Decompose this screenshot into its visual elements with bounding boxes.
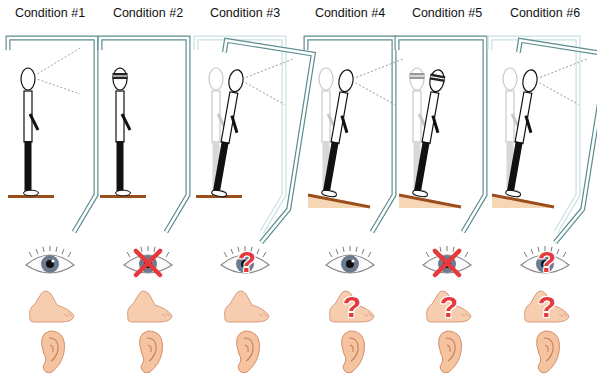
condition-title: Condition #5 [412,6,482,20]
condition-title: Condition #3 [210,6,280,20]
question-mark: ? [538,247,556,277]
question-mark: ? [440,292,458,322]
question-mark: ? [538,292,556,322]
condition-title: Condition #1 [15,6,85,20]
question-mark: ? [343,292,361,322]
condition-title: Condition #2 [113,6,183,20]
condition-title: Condition #4 [315,6,385,20]
question-mark: ? [238,247,256,277]
condition-title: Condition #6 [510,6,580,20]
